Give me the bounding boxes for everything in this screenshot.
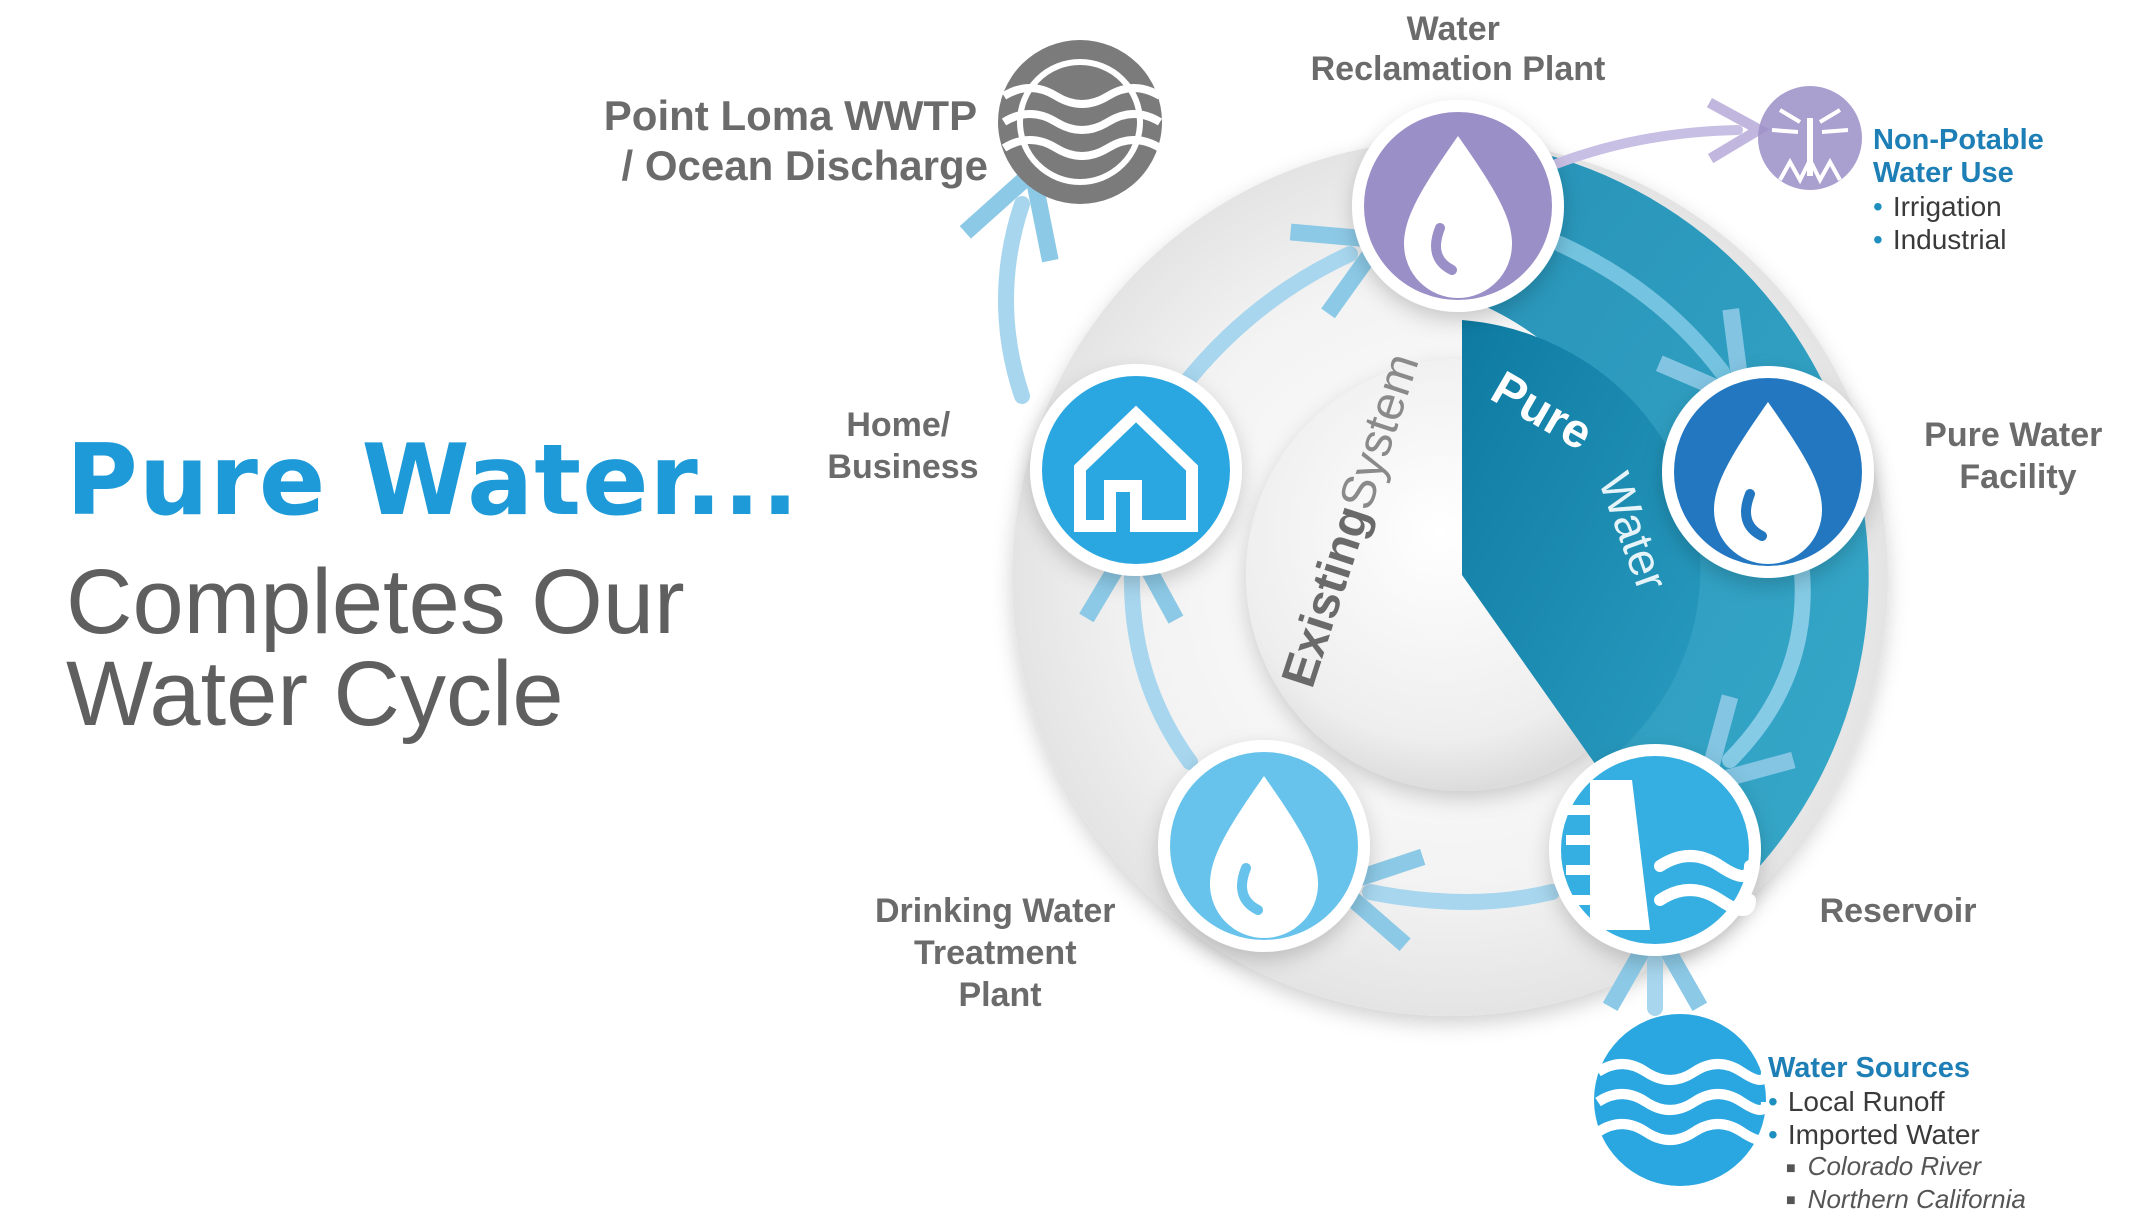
bullet-dot-icon: • [1873,224,1883,255]
water-drop-icon [1714,402,1822,564]
flow-arrow-reclamation-to-pure [1552,236,1753,413]
water-sources-info: Water Sources • Local Runoff • Imported Wa… [1768,1052,2026,1216]
bullet-imported-water: • Imported Water [1768,1118,2026,1151]
sprinkler-icon [1771,108,1849,185]
non-potable-title: Non-Potable [1873,124,2044,156]
bullet-text: Imported Water [1787,1119,1980,1150]
bullet-dot-icon: • [1873,191,1883,222]
flow-arrow-reservoir-to-drinking [1320,848,1560,952]
bullet-text: Irrigation [1892,191,2002,222]
water-waves-icon [1595,1059,1771,1145]
water-sources-node [1594,1014,1771,1186]
flow-arrow-pure-to-reservoir [1694,564,1811,796]
page-subtitle-line1: Completes Our [66,551,685,653]
water-reclamation-node [1352,100,1564,312]
non-potable-title-2: Water Use [1873,157,2014,189]
square-bullet-icon: ■ [1786,1159,1796,1177]
bullet-irrigation: • Irrigation [1873,190,2044,223]
sub-bullet-text: Northern California [1807,1183,2026,1214]
non-potable-node [1758,86,1862,190]
reservoir-label: Reservoir [1820,892,1977,930]
sub-bullet-northern-ca: ■ Northern California [1768,1184,2026,1217]
point-loma-label: Point Loma WWTP / Ocean Discharge [604,92,988,189]
page-subtitle-line2: Water Cycle [66,643,564,745]
bullet-dot-icon: • [1768,1086,1778,1117]
water-reclamation-label: Water Reclamation Plant [1311,10,1606,88]
ocean-waves-icon [1001,59,1163,185]
bullet-text: Local Runoff [1787,1086,1945,1117]
drinking-water-node [1158,740,1370,952]
bullet-text: Industrial [1892,224,2007,255]
flow-arrow-home-to-reclamation [1172,223,1396,398]
home-business-label: Home/ Business [827,406,978,486]
flow-arrow-drinking-to-home [1079,523,1198,770]
pure-water-wedge [1462,320,1701,768]
dam-icon [1566,780,1756,930]
reservoir-node [1549,744,1761,956]
square-bullet-icon: ■ [1786,1192,1796,1210]
pure-water-facility-node [1662,366,1874,578]
sub-bullet-colorado: ■ Colorado River [1768,1151,2026,1184]
bullet-dot-icon: • [1768,1119,1778,1150]
sub-bullet-text: Colorado River [1807,1151,1982,1181]
point-loma-node [998,40,1163,204]
bullet-industrial: • Industrial [1873,223,2044,256]
home-business-node [1030,364,1242,576]
page-title: Pure Water... [66,424,800,538]
water-drop-icon [1404,136,1512,298]
non-potable-info: Non-Potable Water Use • Irrigation • Indus… [1873,124,2044,256]
bullet-local-runoff: • Local Runoff [1768,1085,2026,1118]
drinking-water-label: Drinking Water Treatment Plant [875,892,1125,1014]
pure-water-facility-label: Pure Water Facility [1924,416,2112,496]
water-sources-title: Water Sources [1768,1052,1970,1084]
water-drop-icon [1210,776,1318,938]
house-icon [1074,405,1198,532]
flow-arrow-reclamation-to-nonpotable [1551,97,1770,169]
flow-arrow-home-to-pointloma [959,156,1059,404]
